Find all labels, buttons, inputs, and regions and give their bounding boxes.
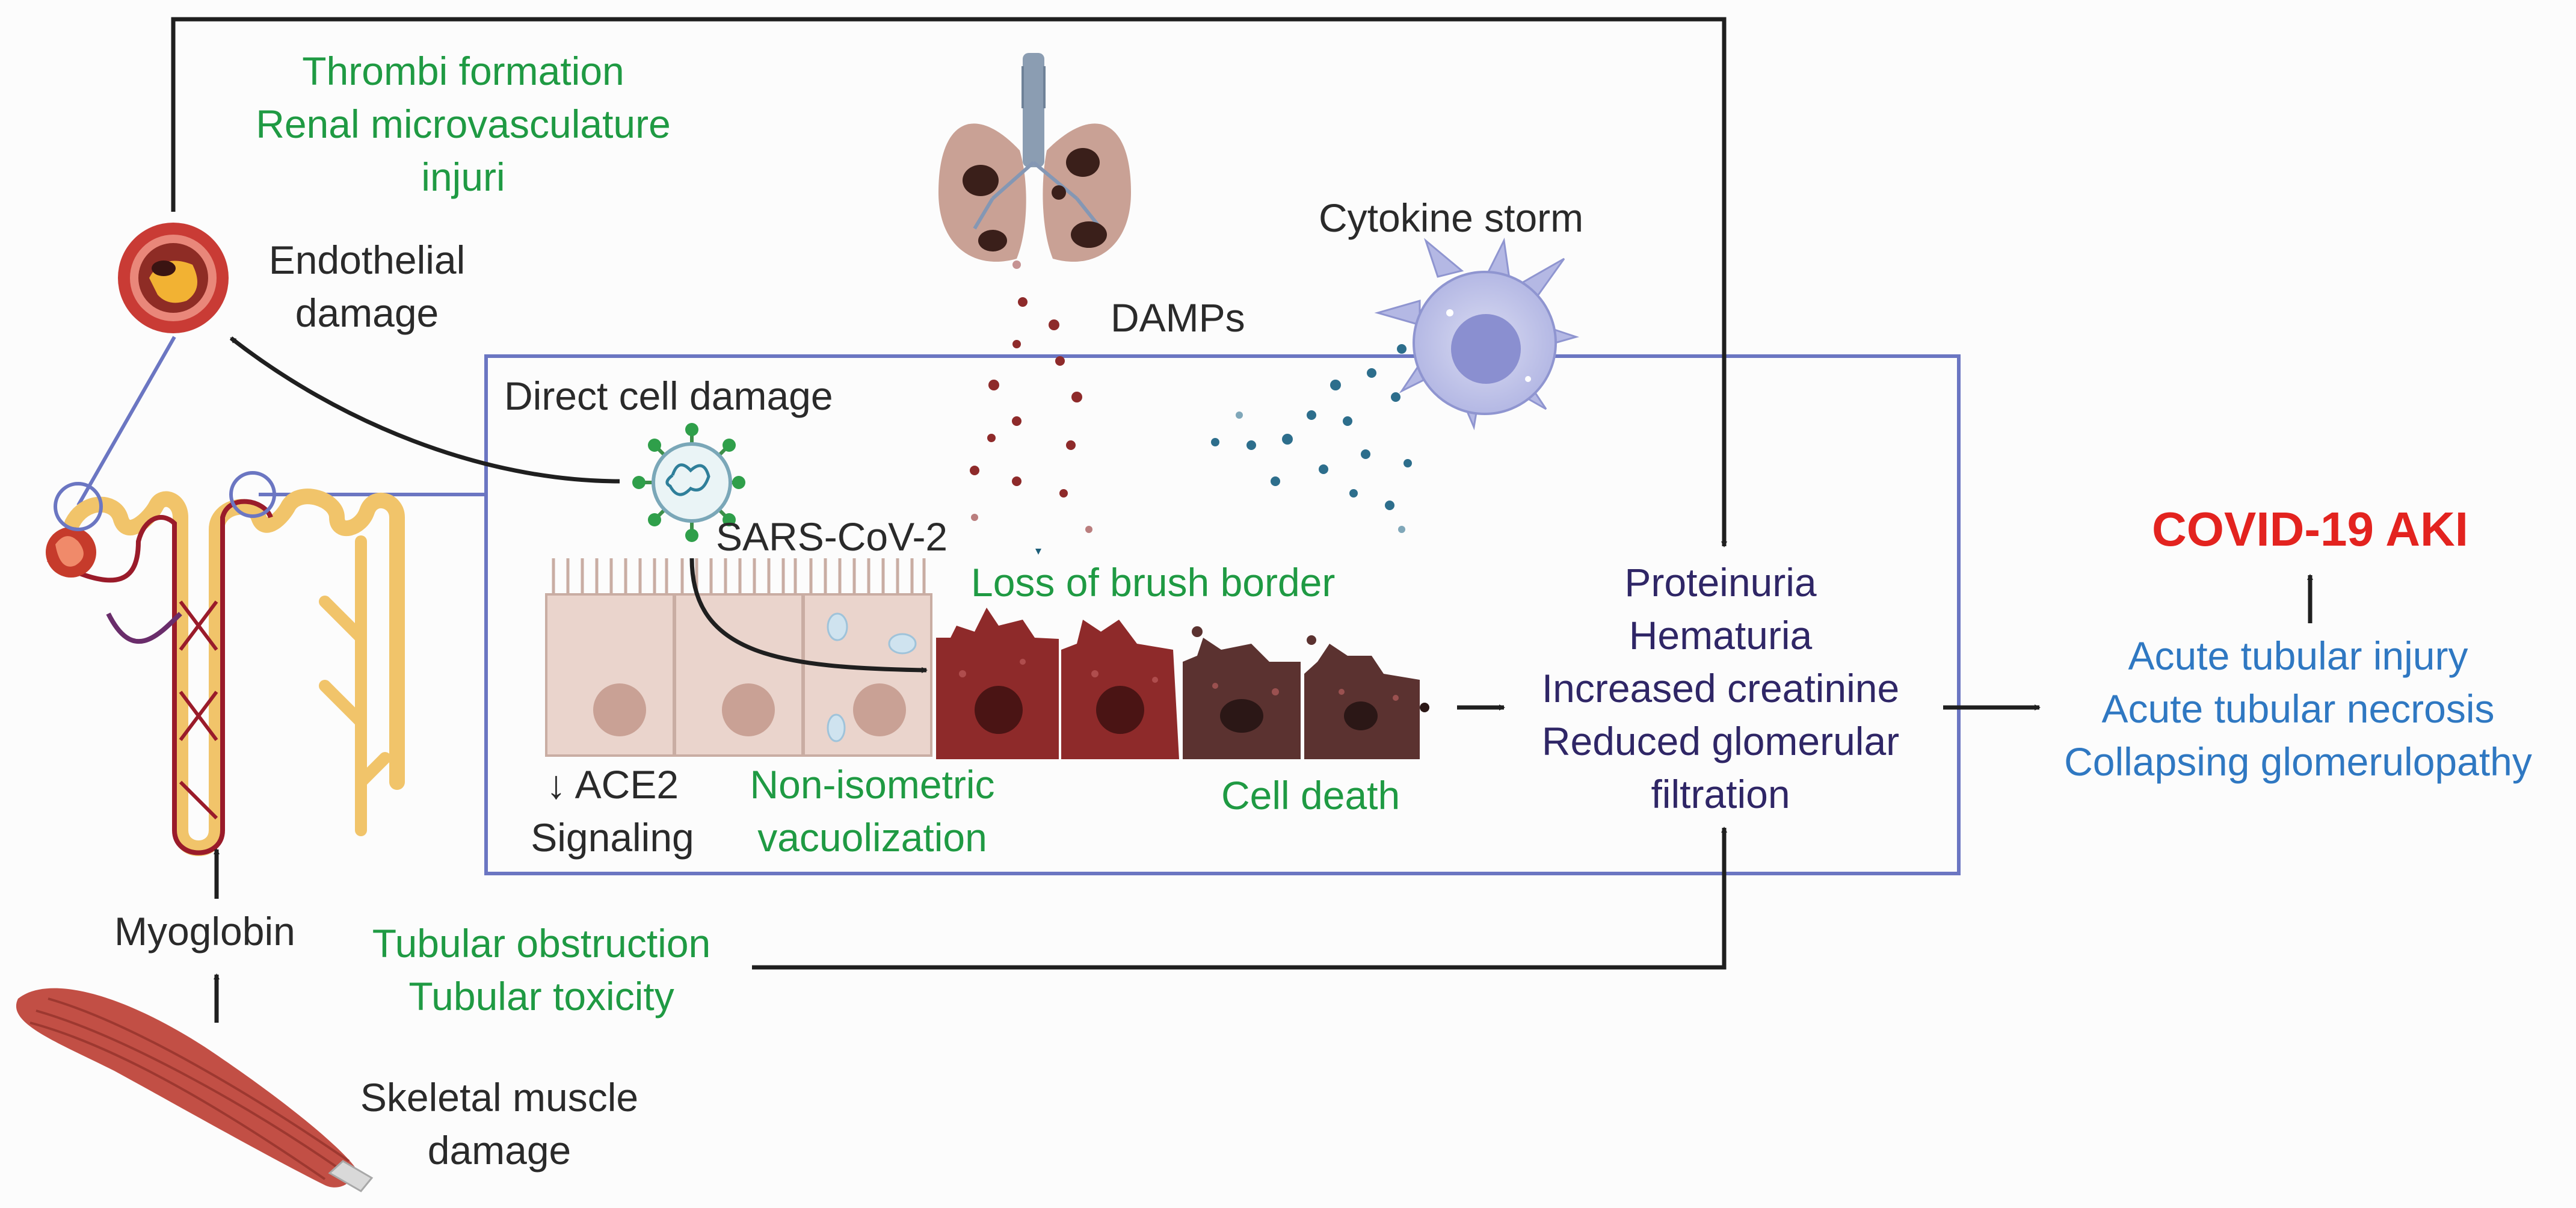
lungs-icon [938,53,1131,262]
vacuolization-label: Non-isometric vacuolization [750,762,995,860]
myoglobin-label: Myoglobin [114,909,295,954]
cytokine-storm-label: Cytokine storm [1319,196,1584,240]
damps-label: DAMPs [1111,295,1245,340]
blood-vessel-icon [118,223,229,333]
thrombi-pathway-arrow [171,17,1727,547]
skeletal-muscle-label: Skeletal muscle damage [360,1075,639,1173]
virus-icon [632,423,745,542]
thrombi-label: Thrombi formation Renal microvasculature… [256,49,671,199]
brush-border-label: Loss of brush border [971,560,1336,605]
dying-cells-icon [936,608,1429,759]
tubular-pathway-arrow [752,827,1727,970]
ace2-label: ↓ ACE2 Signaling [531,762,694,860]
direct-damage-box [484,354,1961,875]
cytokine-cell-icon [1374,238,1580,431]
nephron-icon [46,471,405,856]
virus-to-endothelium-arrow [229,336,620,484]
kidney-outcomes-label: Proteinuria Hematuria Increased creatini… [1541,560,1900,816]
aki-causes-label: Acute tubular injury Acute tubular necro… [2064,633,2532,784]
covid-aki-title: COVID-19 AKI [2151,502,2468,556]
virus-label: SARS-CoV-2 [716,514,948,559]
cytokine-particles [1211,344,1412,533]
cell-death-label: Cell death [1221,773,1400,818]
damps-particles [970,260,1092,533]
nephron-vessel-link [76,336,176,507]
endothelial-damage-label: Endothelial damage [268,238,466,335]
direct-damage-label: Direct cell damage [504,374,833,418]
tubular-toxicity-label: Tubular obstruction Tubular toxicity [372,921,711,1018]
epithelial-cells-icon [545,558,932,757]
muscle-icon [16,988,374,1192]
virus-to-cells-arrow [689,558,928,673]
